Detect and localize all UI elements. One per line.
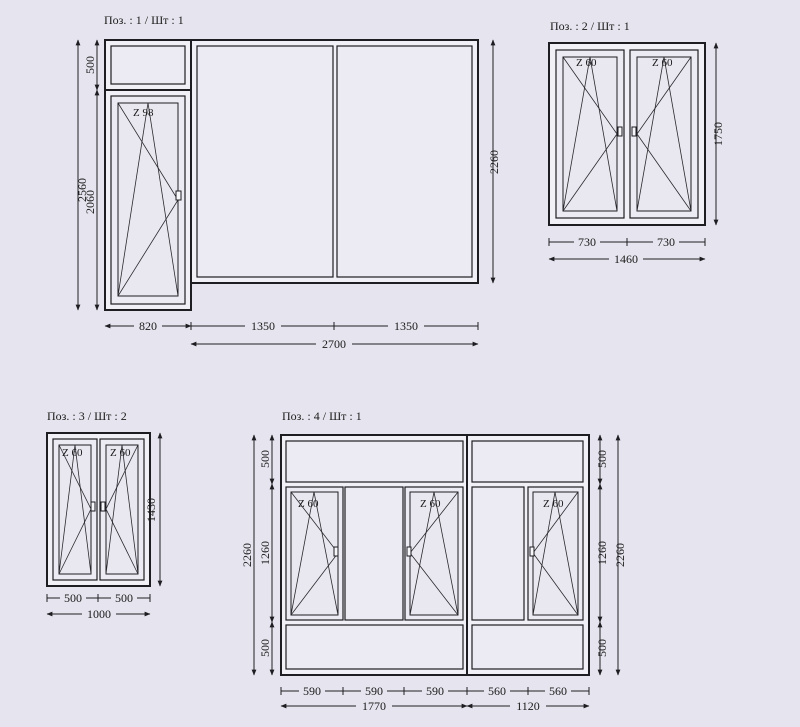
position-4: Поз. : 4 / Шт : 1 Z 60 Z 60 Z 60 bbox=[240, 409, 627, 713]
pos3-sash-label-left: Z 60 bbox=[62, 447, 83, 459]
pos4-right-bottom-panel bbox=[471, 624, 584, 670]
pos2-dim-height: 1750 bbox=[711, 122, 725, 146]
pos2-dim-width-right: 730 bbox=[657, 235, 675, 249]
pos4-dim-w3: 590 bbox=[426, 684, 444, 698]
pos4-sash-label-1: Z 60 bbox=[298, 498, 319, 510]
position-1-title: Поз. : 1 / Шт : 1 bbox=[104, 13, 184, 27]
pos4-sash-label-2: Z 60 bbox=[420, 498, 441, 510]
pos1-dim-top-height: 500 bbox=[83, 56, 97, 74]
pos4-dim-w2: 590 bbox=[365, 684, 383, 698]
pos2-dim-width-left: 730 bbox=[578, 235, 596, 249]
pos4-dim-w1: 590 bbox=[303, 684, 321, 698]
pos1-door-handle bbox=[175, 190, 182, 201]
pos1-fixed-pane-1 bbox=[196, 45, 334, 278]
pos1-dim-right-height: 2260 bbox=[487, 150, 501, 174]
position-4-title: Поз. : 4 / Шт : 1 bbox=[282, 409, 362, 423]
pos1-dim-panes-total: 2700 bbox=[322, 337, 346, 351]
pos2-sash-label-left: Z 60 bbox=[576, 57, 597, 69]
pos4-dim-right-bottom: 500 bbox=[595, 639, 609, 657]
pos4-fixed-right bbox=[471, 486, 525, 621]
pos3-sash-label-right: Z 60 bbox=[110, 447, 131, 459]
pos4-dim-w4: 560 bbox=[488, 684, 506, 698]
pos4-dim-left-middle: 1260 bbox=[258, 541, 272, 565]
pos1-dim-pane2-width: 1350 bbox=[394, 319, 418, 333]
pos3-dim-width-right: 500 bbox=[115, 591, 133, 605]
pos1-sash-label: Z 98 bbox=[133, 107, 154, 119]
position-2-title: Поз. : 2 / Шт : 1 bbox=[550, 19, 630, 33]
pos1-fixed-pane-2 bbox=[336, 45, 473, 278]
pos4-dim-left-bottom: 500 bbox=[258, 639, 272, 657]
pos3-dim-height: 1430 bbox=[144, 498, 158, 522]
pos4-dim-left-top: 500 bbox=[258, 450, 272, 468]
pos4-dim-right-section-total: 1120 bbox=[516, 699, 540, 713]
pos4-left-bottom-panel bbox=[285, 624, 464, 670]
pos4-dim-right-top: 500 bbox=[595, 450, 609, 468]
pos1-dim-total-height: 2560 bbox=[75, 178, 89, 202]
pos4-dim-left-section-total: 1770 bbox=[362, 699, 386, 713]
pos4-dim-right-middle: 1260 bbox=[595, 541, 609, 565]
pos2-sash-label-right: Z 60 bbox=[652, 57, 673, 69]
pos4-dim-w5: 560 bbox=[549, 684, 567, 698]
pos3-dim-width-total: 1000 bbox=[87, 607, 111, 621]
pos4-fixed-middle bbox=[344, 486, 404, 621]
pos4-dim-left-total: 2260 bbox=[240, 543, 254, 567]
pos1-dim-pane1-width: 1350 bbox=[251, 319, 275, 333]
pos1-dim-door-height: 2060 bbox=[83, 190, 97, 214]
position-3: Поз. : 3 / Шт : 2 Z 60 Z 60 1430 500 500… bbox=[46, 409, 163, 621]
position-1: Поз. : 1 / Шт : 1 Z 98 2560 500 2060 226… bbox=[75, 13, 501, 351]
pos4-right-top-transom bbox=[471, 440, 584, 483]
position-2: Поз. : 2 / Шт : 1 Z 60 Z 60 1750 730 730… bbox=[548, 19, 725, 266]
pos4-sash-label-3: Z 60 bbox=[543, 498, 564, 510]
pos2-dim-width-total: 1460 bbox=[614, 252, 638, 266]
pos3-dim-width-left: 500 bbox=[64, 591, 82, 605]
pos4-left-top-transom bbox=[285, 440, 464, 483]
pos1-dim-door-width: 820 bbox=[139, 319, 157, 333]
pos4-dim-right-total: 2260 bbox=[613, 543, 627, 567]
position-3-title: Поз. : 3 / Шт : 2 bbox=[47, 409, 127, 423]
